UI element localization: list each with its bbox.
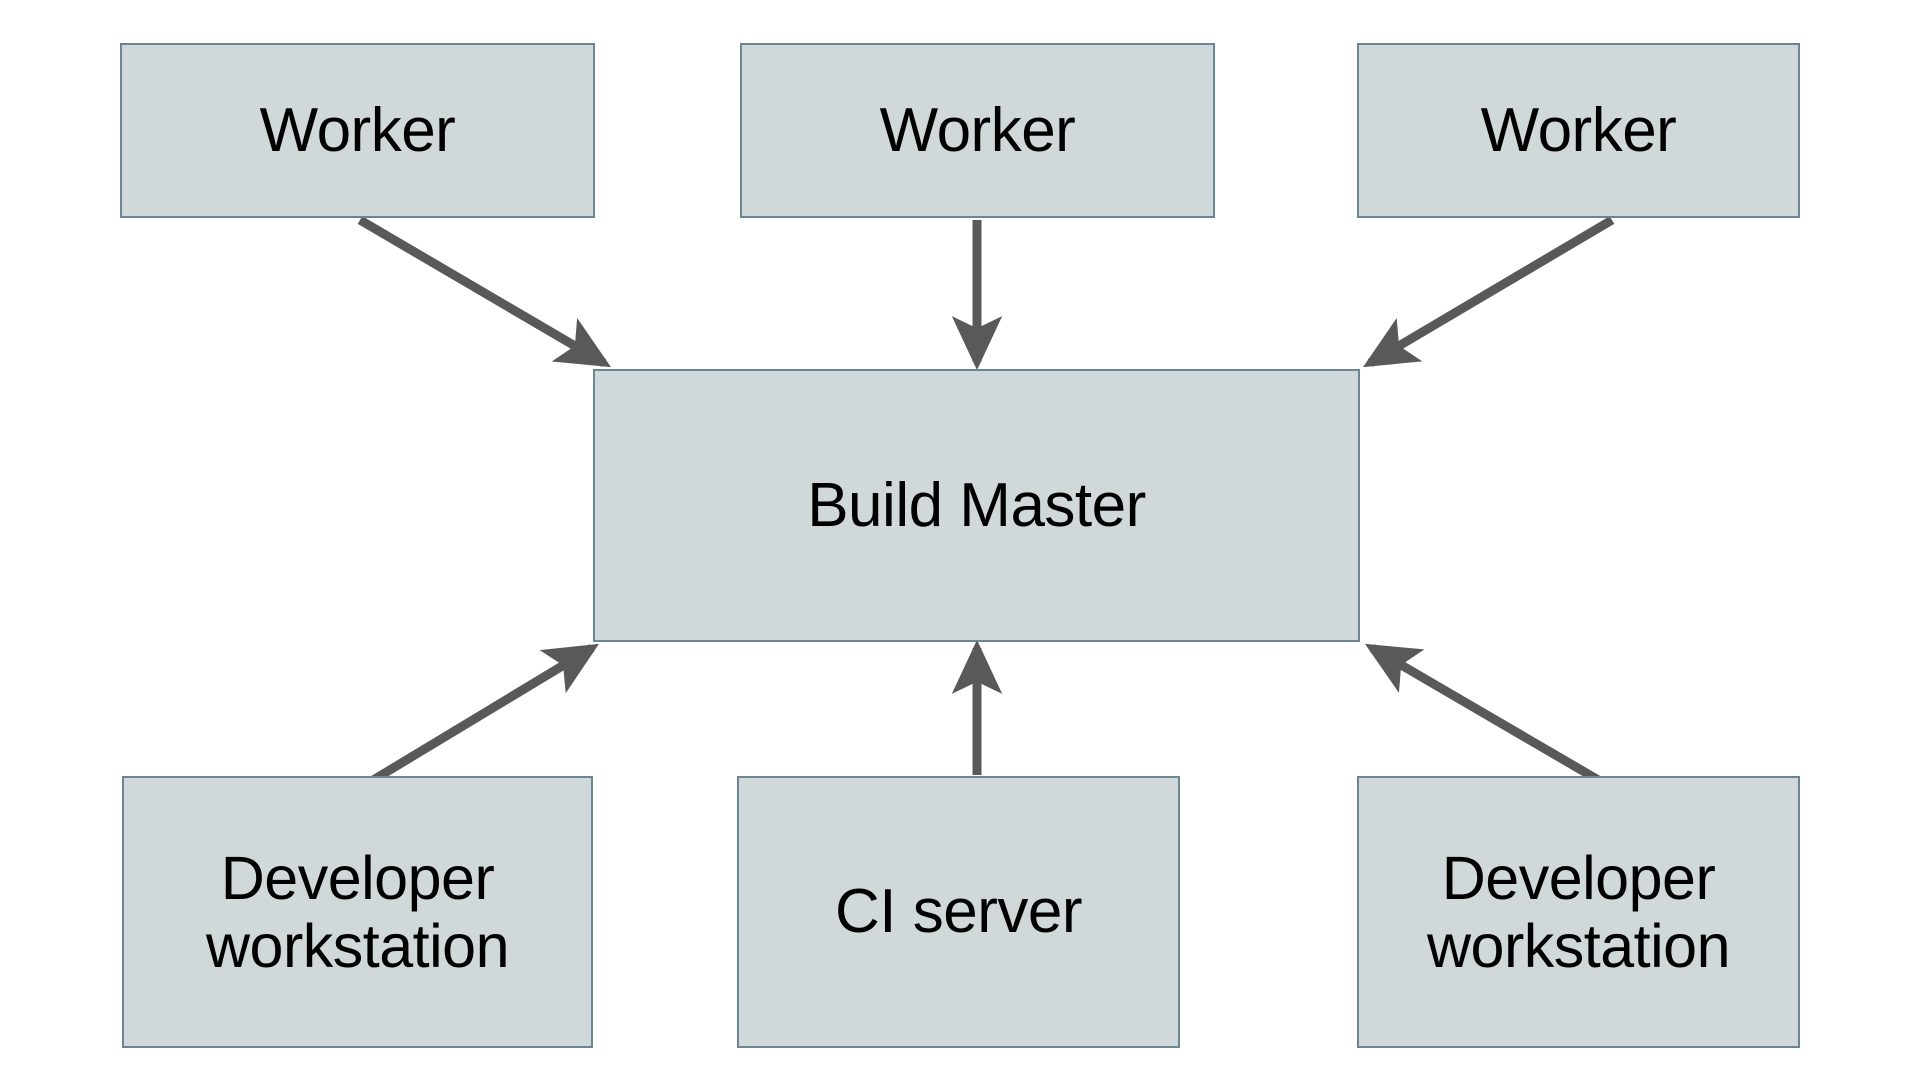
edge-worker-3-to-build-master	[1363, 216, 1615, 368]
node-build-master[interactable]: Build Master	[593, 369, 1360, 642]
node-developer-workstation-right-label: Developer workstation	[1426, 843, 1731, 980]
node-developer-workstation-right[interactable]: Developer workstation	[1357, 776, 1800, 1048]
node-build-master-label: Build Master	[807, 470, 1146, 540]
node-worker-1[interactable]: Worker	[120, 43, 595, 218]
node-developer-workstation-left[interactable]: Developer workstation	[122, 776, 593, 1048]
node-worker-2-label: Worker	[879, 95, 1076, 165]
node-worker-3-label: Worker	[1480, 95, 1677, 165]
edge-developer-workstation-left-to-build-master	[357, 643, 599, 792]
node-ci-server[interactable]: CI server	[737, 776, 1180, 1048]
node-worker-3[interactable]: Worker	[1357, 43, 1800, 218]
node-ci-server-label: CI server	[835, 877, 1082, 947]
edge-developer-workstation-right-to-build-master	[1365, 643, 1615, 792]
node-developer-workstation-left-label: Developer workstation	[205, 843, 510, 980]
node-worker-2[interactable]: Worker	[740, 43, 1215, 218]
node-worker-1-label: Worker	[259, 95, 456, 165]
edge-worker-1-to-build-master	[357, 216, 611, 368]
